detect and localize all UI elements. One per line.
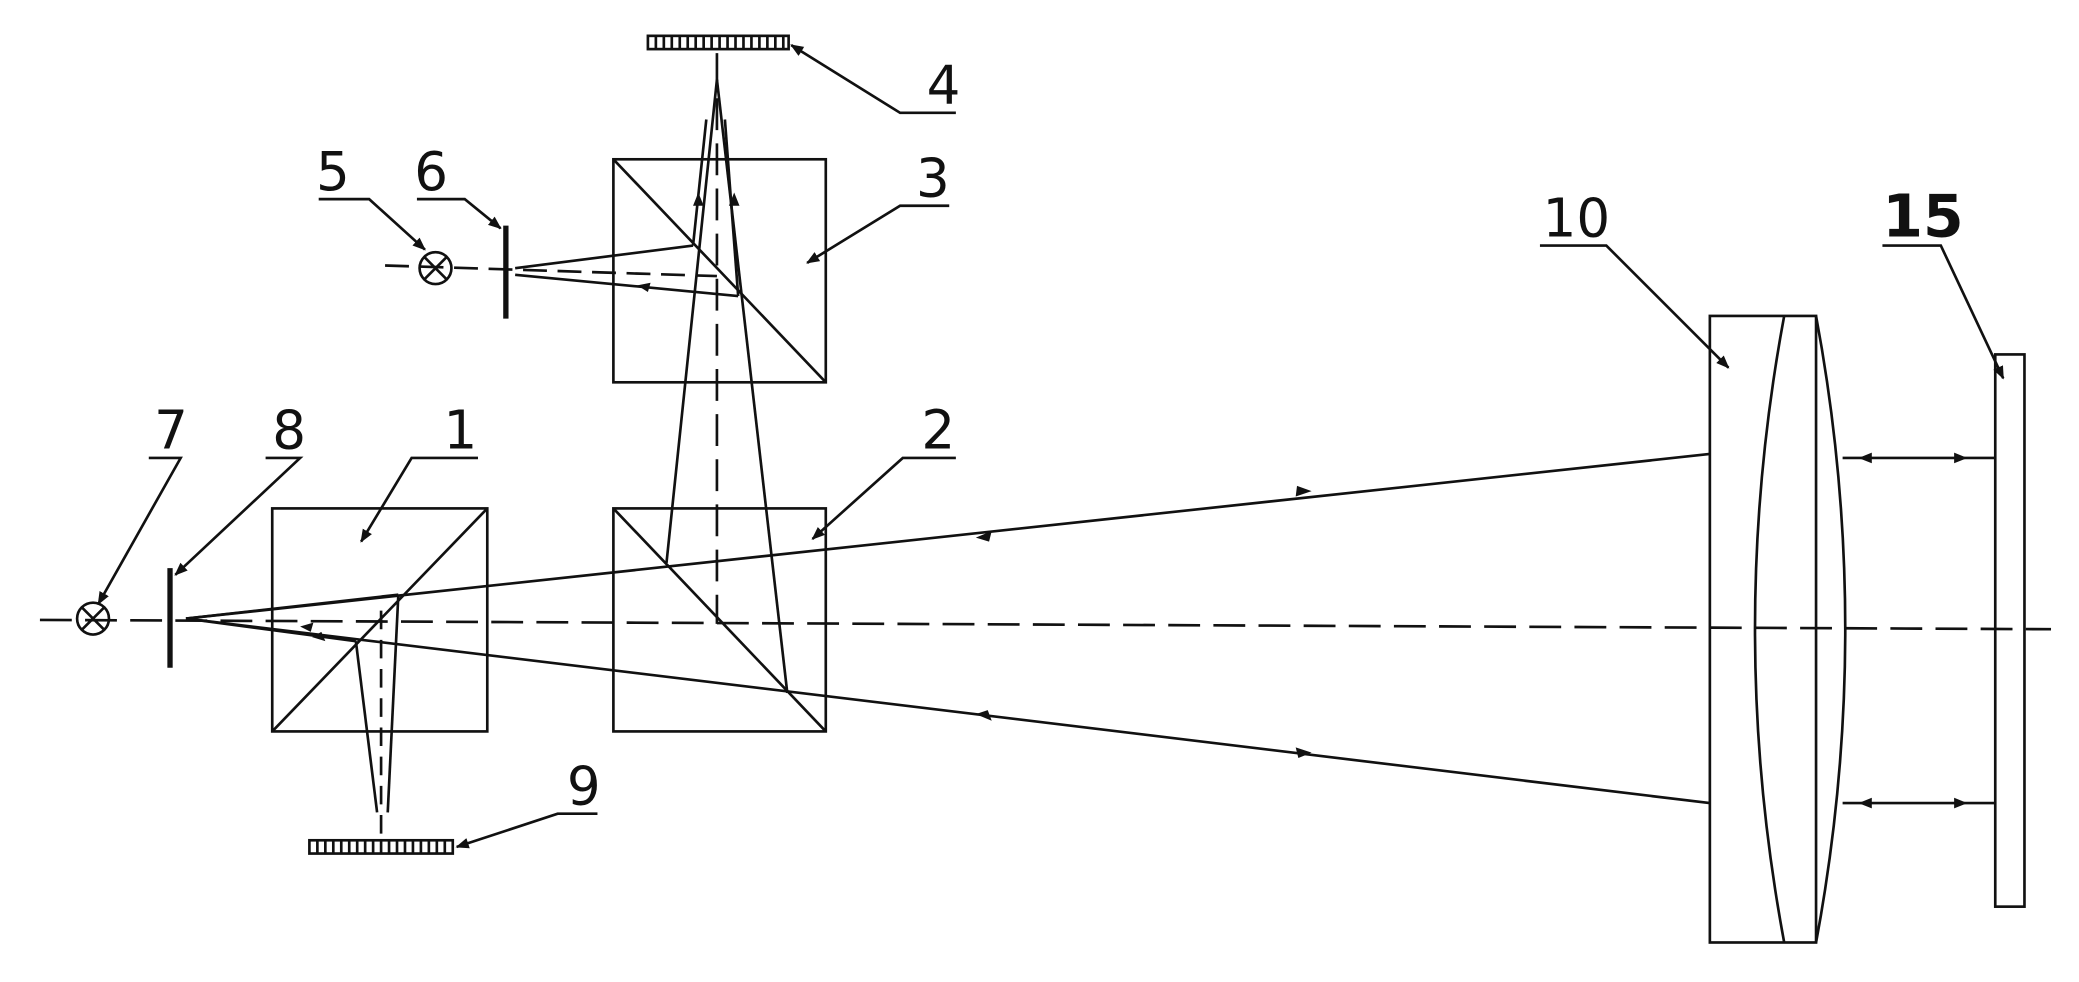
label-9: 9 xyxy=(567,755,601,817)
source-6-ray-a xyxy=(514,244,694,270)
reflector-plate-15 xyxy=(1993,353,2026,908)
label-10: 10 xyxy=(1543,187,1611,249)
detector-9 xyxy=(308,838,455,855)
objective-lens-10 xyxy=(1708,314,1847,944)
leader-7 xyxy=(97,456,183,606)
leader-5 xyxy=(318,197,426,251)
leader-10 xyxy=(1539,244,1730,369)
label-4: 4 xyxy=(927,55,961,117)
folded-ray-left xyxy=(665,79,719,563)
label-8: 8 xyxy=(272,400,306,462)
cube-1-ray-b xyxy=(185,593,399,620)
beam-splitter-cube-2 xyxy=(612,507,828,733)
leader-9 xyxy=(455,812,598,849)
down-ray-b xyxy=(386,594,400,813)
leader-1 xyxy=(360,456,478,543)
label-5: 5 xyxy=(316,141,350,203)
light-source-7 xyxy=(75,601,111,636)
leader-15 xyxy=(1882,244,2005,380)
cube-3-ray-up-a xyxy=(691,119,708,246)
beam-splitter-cube-3 xyxy=(612,157,828,384)
label-2: 2 xyxy=(921,400,955,462)
beam-lower-ray xyxy=(185,617,1711,805)
light-source-5 xyxy=(418,250,453,286)
beam-upper-ray xyxy=(185,452,1711,620)
cube-3-ray-up-b xyxy=(723,119,740,297)
beam-arrows xyxy=(300,192,1968,809)
leader-6 xyxy=(416,197,502,230)
down-ray-a xyxy=(354,640,379,813)
label-3: 3 xyxy=(916,147,950,209)
label-1: 1 xyxy=(443,400,477,462)
leader-4 xyxy=(790,44,956,115)
cube-1-ray-a xyxy=(185,617,357,643)
beam-splitter-cube-1 xyxy=(270,507,489,733)
source-5-axis xyxy=(385,264,717,278)
label-6: 6 xyxy=(414,141,448,203)
leader-8 xyxy=(174,456,304,576)
leader-3 xyxy=(806,204,950,264)
detector-4 xyxy=(646,34,790,51)
optical-axis xyxy=(39,618,2052,631)
leader-2 xyxy=(811,456,956,540)
label-15: 15 xyxy=(1882,182,1963,250)
label-7: 7 xyxy=(154,400,188,462)
folded-ray-right xyxy=(715,79,789,694)
source-6-ray-b xyxy=(515,273,739,298)
